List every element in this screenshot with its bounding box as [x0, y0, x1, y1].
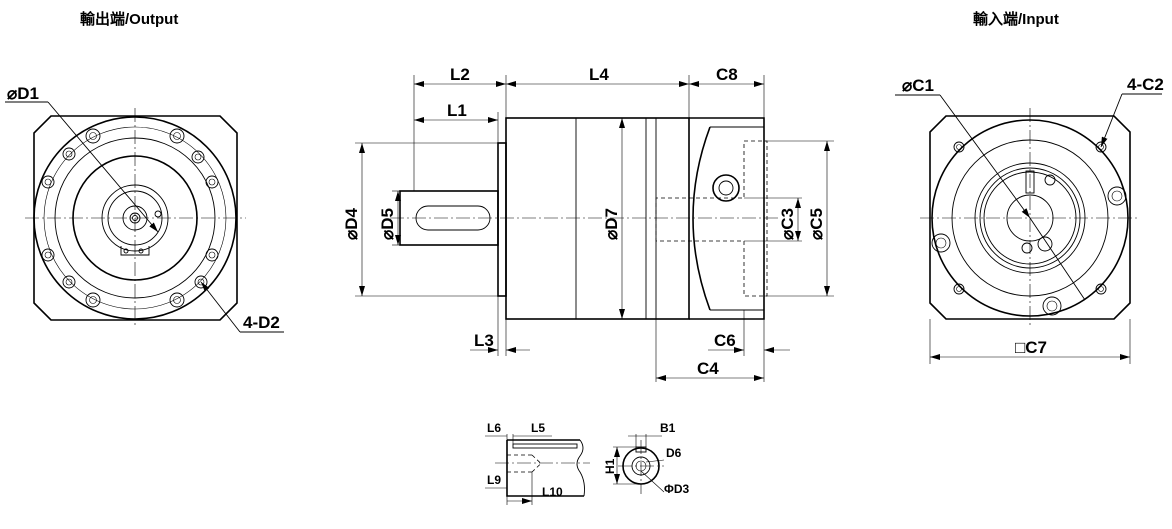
- label-c7: □C7: [1015, 338, 1047, 357]
- output-flange-outline: [33, 115, 238, 321]
- label-l9: L9: [487, 473, 501, 487]
- label-l2: L2: [450, 65, 470, 84]
- shaft-detail-end: [613, 434, 665, 494]
- side-view: [355, 75, 834, 382]
- label-l10: L10: [542, 485, 563, 499]
- output-keyway: [120, 246, 150, 256]
- label-d6: D6: [666, 446, 682, 460]
- label-b1: B1: [660, 421, 676, 435]
- label-l5: L5: [531, 421, 545, 435]
- label-d3: ΦD3: [664, 482, 690, 496]
- input-flange-side: [689, 117, 765, 320]
- label-d4: ⌀D4: [342, 207, 361, 240]
- label-d5: ⌀D5: [378, 208, 397, 240]
- label-c1: ⌀C1: [902, 76, 934, 95]
- shaft-detail-side: [485, 434, 590, 505]
- label-d7: ⌀D7: [602, 208, 621, 240]
- input-flange-outline: [929, 115, 1131, 320]
- output-side-header: 輸出端/Output: [80, 11, 179, 28]
- label-c5: ⌀C5: [807, 208, 826, 240]
- label-l1: L1: [447, 101, 467, 120]
- input-end-view: [895, 93, 1162, 364]
- label-c6: C6: [714, 331, 736, 350]
- label-l6: L6: [487, 421, 501, 435]
- output-end-view: [5, 101, 284, 333]
- label-d1: ⌀D1: [7, 84, 39, 103]
- label-4-c2: 4-C2: [1127, 75, 1164, 94]
- label-c3: ⌀C3: [778, 208, 797, 240]
- label-l4: L4: [589, 65, 609, 84]
- input-side-header: 輸入端/Input: [973, 11, 1059, 28]
- set-screw: [712, 174, 740, 202]
- label-l3: L3: [474, 331, 494, 350]
- gearbox-body: [505, 117, 690, 320]
- label-h1: H1: [603, 458, 617, 474]
- label-4-d2: 4-D2: [243, 313, 280, 332]
- label-c8: C8: [716, 65, 738, 84]
- label-c4: C4: [697, 359, 719, 378]
